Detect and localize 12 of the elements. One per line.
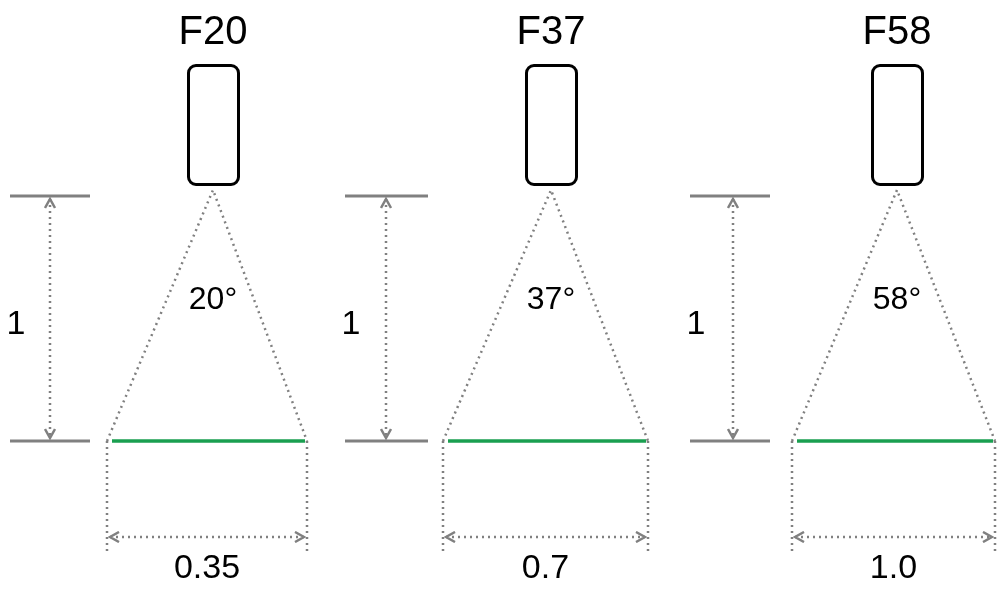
angle-label: 37°: [526, 282, 576, 314]
lens-label: F37: [516, 8, 586, 52]
dimension-label: 1: [686, 305, 706, 339]
lens-label: F58: [862, 8, 932, 52]
angle-label: 58°: [872, 282, 922, 314]
dimension-label: 0.35: [173, 549, 241, 583]
dimension-label: 0.7: [521, 549, 570, 583]
dimension-label: 1: [6, 305, 26, 339]
dimension-label: 1: [341, 305, 361, 339]
lens-label: F20: [178, 8, 248, 52]
dimension-label: 1.0: [869, 549, 918, 583]
angle-label: 20°: [188, 282, 238, 314]
